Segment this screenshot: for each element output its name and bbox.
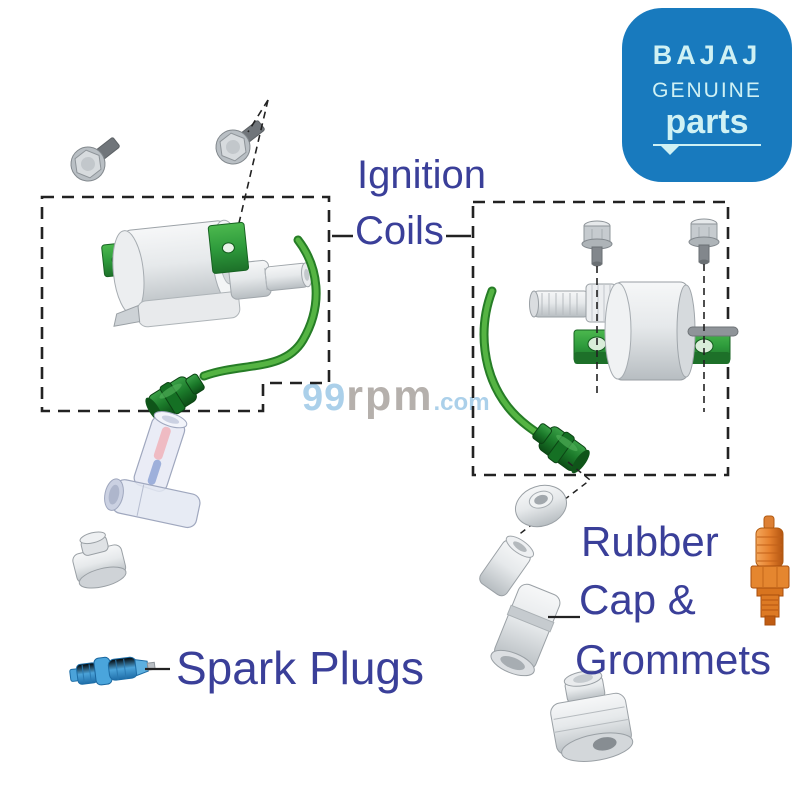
label-ignition: Ignition: [357, 153, 486, 197]
ht-lead: [201, 237, 319, 379]
spark-plug-orange: [750, 515, 790, 626]
spark-plug-cap: [479, 535, 561, 677]
mounting-bolt-2: [215, 120, 265, 165]
watermark-rpm: rpm: [346, 372, 434, 420]
plug-tip: [764, 615, 776, 626]
cap-inner-pink: [153, 426, 171, 460]
label-cap-amp: Cap &: [579, 576, 696, 623]
spark-plug-blue: [69, 656, 156, 686]
cap-collar: [506, 604, 555, 633]
lead-connector-right: [532, 423, 590, 474]
mounting-bolt-1: [70, 137, 120, 182]
transparent-plug-cap: [104, 411, 201, 529]
cap-inner-blue: [147, 459, 162, 485]
coil-terminal-pin: [687, 326, 739, 337]
coil-bolt-1: [581, 220, 613, 267]
pointer-dash-bolt: [247, 99, 269, 133]
grommet-donut: [515, 484, 567, 528]
watermark-com: .com: [433, 389, 490, 416]
badge-parts: parts: [665, 103, 749, 141]
grommet-bottom: [550, 670, 634, 762]
plug-hex: [750, 565, 790, 589]
left-dashed-box: [40, 195, 331, 413]
watermark: 99 rpm .com: [302, 372, 490, 421]
ignition-coil-left: [101, 219, 321, 422]
coil-tab: [113, 304, 141, 327]
small-grommet: [72, 531, 127, 589]
badge-bajaj: BAJAJ: [652, 40, 762, 70]
bajaj-genuine-parts-badge: BAJAJ GENUINE parts: [622, 8, 792, 182]
bracket-hole: [221, 242, 235, 254]
label-spark-plugs: Spark Plugs: [176, 642, 425, 694]
label-coils: Coils: [355, 209, 444, 253]
ht-lead: [481, 288, 551, 443]
label-grommets: Grommets: [575, 636, 772, 683]
plug-thread: [760, 594, 780, 618]
lead-connector-left: [145, 373, 205, 422]
watermark-99: 99: [302, 377, 347, 419]
label-rubber: Rubber: [581, 518, 719, 565]
ignition-coil-right: [479, 218, 739, 474]
badge-genuine: GENUINE: [652, 79, 762, 102]
badge-arrow-icon: [661, 146, 679, 155]
badge-underline: [653, 144, 761, 155]
coil-bolt-2: [688, 218, 720, 265]
